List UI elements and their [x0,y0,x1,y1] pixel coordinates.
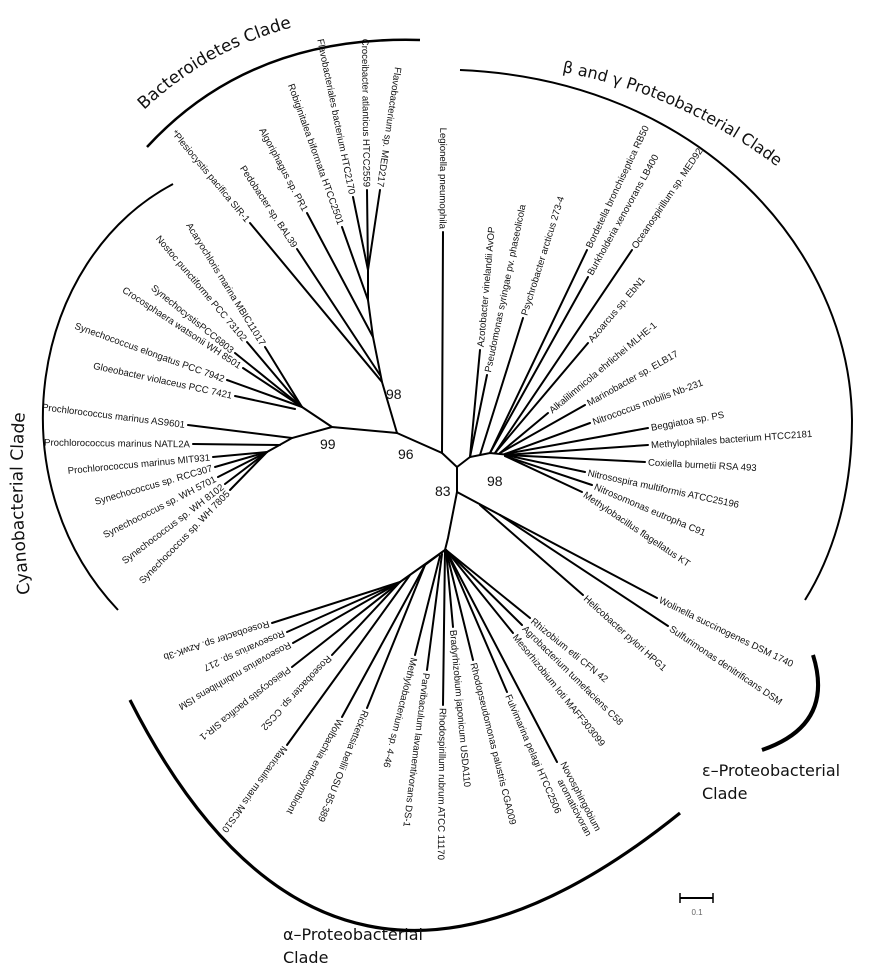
alpha-clade-arc [128,699,682,932]
leaf-branch [499,412,549,454]
leaf-branch [499,514,658,599]
leaf-branch [246,341,303,408]
leaf-branch [489,276,589,454]
leaf-branch [229,451,268,491]
leaf-branch [441,231,444,454]
taxon-label: Flavobacterium sp. MED217 [374,66,403,187]
cyanobacterial-clade-arc [41,183,174,611]
leaf-branch [264,346,303,408]
taxon-label: Rhodopseudomonas palustris CGA009 [468,662,518,826]
leaf-branch [292,581,401,644]
leaf-branch [442,549,446,706]
leaf-branch [366,189,369,271]
internal-branch [456,491,501,516]
bootstrap-value: 98 [487,473,503,489]
leaf-branch [234,395,296,410]
leaf-branch [212,451,268,458]
leaf-branch [249,222,383,383]
leaf-branch [445,549,523,626]
leaf-branch [479,317,524,456]
leaf-branch [504,444,649,456]
epsilon-clade-label-line2: Clade [702,784,747,803]
taxon-label: Helicobacter pylori HPG1 [581,594,668,674]
leaf-branch [504,454,586,473]
leaf-branch [226,379,303,408]
bootstrap-value: 98 [386,386,402,402]
leaf-branch [504,454,646,463]
internal-branch [367,269,398,434]
bootstrap-value: 96 [398,446,414,462]
taxon-label: Methylophilales bacterium HTCC2181 [651,429,813,451]
leaf-branch [271,581,401,624]
alpha-clade-label-line1: α–Proteobacterial [283,925,423,944]
leaf-branch [445,549,558,763]
leaf-branch [341,564,426,718]
bacteroidetes-clade-arc [146,38,421,148]
taxon-label: Wolbachia endosymbiont [284,717,345,817]
leaf-branch [341,226,369,301]
epsilon-clade-arc [761,654,821,752]
leaf-branch [192,443,281,446]
leaf-branch [352,196,369,271]
leaf-branch [291,581,401,668]
leaf-branch [306,212,374,338]
leaf-branch [214,451,268,468]
leaf-branch [489,249,588,454]
leaf-branch [445,549,508,693]
taxon-label: *Plesiocystis pacifica SIR-1 [169,128,252,224]
internal-branch [456,451,511,468]
leaf-branch [217,451,268,478]
leaf-branch [504,455,583,493]
leaf-branch [445,549,474,661]
taxon-label: Coxiella burnetii RSA 493 [648,457,757,473]
leaf-branch [469,349,481,458]
leaf-branch [499,404,586,454]
taxon-label: Bradyrhizobium japonicum USDA110 [447,630,472,788]
leaf-branch [296,248,381,376]
leaf-branch [242,367,303,408]
leaf-branch [367,189,381,271]
leaf-branch [331,581,401,656]
alpha-clade-label-line2: Clade [283,948,328,967]
leaf-branch [366,564,426,709]
taxon-label: Prochlorococcus marinus AS9601 [41,402,185,431]
internal-branch [424,549,446,566]
leaf-branch [504,455,593,486]
beta-gamma-clade-label: β and γ Proteobacterial Clade [561,57,786,170]
internal-branch [301,406,398,434]
leaf-branch [494,342,589,454]
cyanobacterial-clade-label: Cyanobacterial Clade [7,412,34,596]
taxon-label: Oceanospirillum sp. MED92 [630,146,706,251]
leaf-branch [499,514,669,627]
leaf-branch [286,574,411,746]
leaf-branch [445,549,514,634]
taxon-label: Prochlorococcus marinus NATL2A [44,438,191,451]
leaf-branch [469,374,488,458]
leaf-branch [445,549,531,619]
scale-bar: 0.1 [679,893,714,917]
taxon-label: Rhodospirillum rubrum ATCC 11170 [435,708,448,860]
scale-bar-label: 0.1 [691,908,703,917]
epsilon-clade-label-line1: ε–Proteobacterial [702,761,840,780]
bootstrap-value: 83 [435,483,451,499]
leaf-branch [234,352,303,408]
leaf-branch [504,427,649,455]
tree-edges [187,189,669,763]
taxon-label: Croceibacter atlanticus HTCC2559 [359,39,372,187]
beta-gamma-clade-arc [459,69,854,601]
leaf-branch [504,422,591,455]
leaf-branch [445,549,454,628]
leaf-branch [187,424,293,439]
leaf-branch [494,249,633,454]
bootstrap-value: 99 [320,436,336,452]
taxon-label: Legionella pneumophila [437,128,449,230]
leaf-branch [426,553,443,671]
leaf-branch [286,581,401,633]
leaf-branch [479,504,584,596]
leaf-branch [224,451,268,485]
taxon-label: Beggiatoa sp. PS [650,410,725,434]
taxon-label: Maricaulis maris MCS10 [219,744,289,835]
leaf-branch [414,555,441,656]
